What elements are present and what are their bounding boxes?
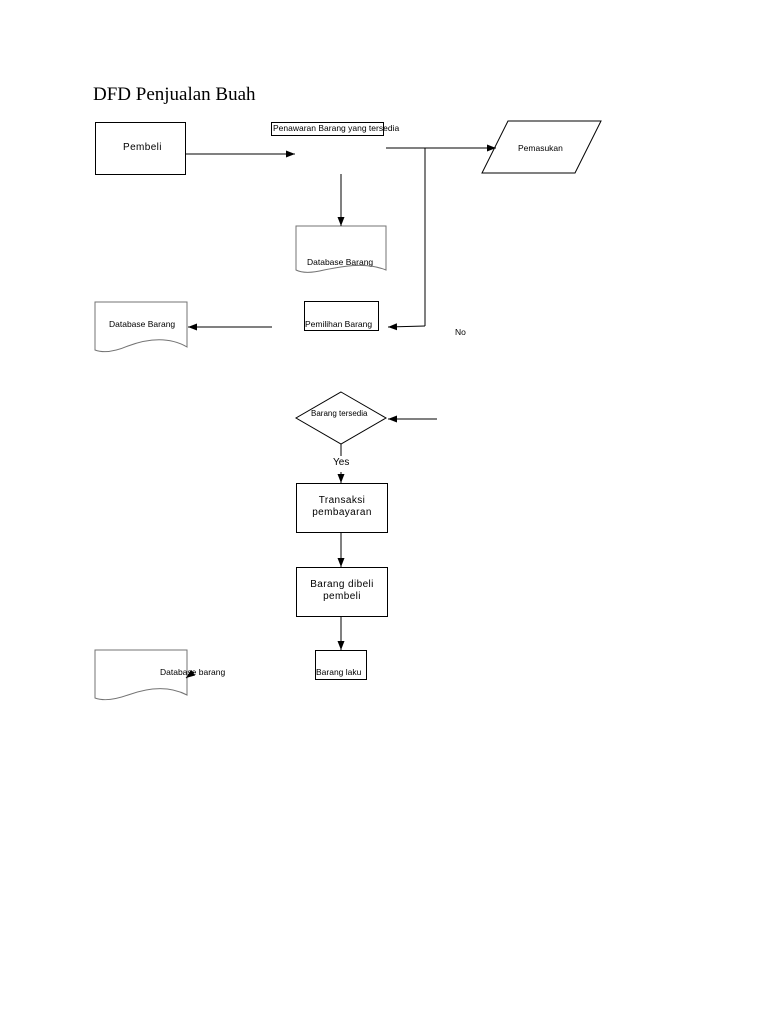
barang-laku-label: Barang laku [316, 667, 362, 677]
database-barang-2-label: Database Barang [109, 319, 176, 329]
pembeli-entity: Pembeli [95, 122, 186, 175]
database-barang-3-shape [94, 649, 188, 701]
database-barang-3-label: Database barang [160, 667, 226, 677]
pemasukan-shape [481, 120, 602, 174]
pemilihan-barang-process: Pemilihan Barang [304, 301, 379, 331]
barang-tersedia-label: Barang tersedia [311, 409, 368, 418]
barang-dibeli-label-line2: pembeli [323, 591, 361, 602]
database-barang-2-shape [94, 301, 188, 353]
database-barang-1-label: Database Barang [307, 257, 374, 267]
transaksi-pembayaran-process: Transaksi pembayaran [296, 483, 388, 533]
pembeli-label: Pembeli [123, 142, 162, 153]
database-barang-1-shape [295, 225, 387, 273]
barang-laku-process: Barang laku [315, 650, 367, 680]
penawaran-label: Penawaran Barang yang tersedia [273, 123, 400, 133]
page-title: DFD Penjualan Buah [93, 84, 256, 105]
yes-label: Yes [333, 457, 350, 468]
pemasukan-label: Pemasukan [518, 143, 563, 153]
no-label: No [455, 327, 466, 337]
barang-dibeli-process: Barang dibeli pembeli [296, 567, 388, 617]
transaksi-label-line1: Transaksi [318, 495, 366, 506]
barang-dibeli-label-line1: Barang dibeli [310, 579, 374, 590]
pemilihan-barang-label: Pemilihan Barang [305, 319, 373, 329]
transaksi-label-line2: pembayaran [312, 507, 372, 518]
arrow-to-database-barang-3 [185, 669, 196, 679]
penawaran-process: Penawaran Barang yang tersedia [271, 122, 399, 136]
arrow-loop-to-pemilihan [387, 323, 426, 331]
